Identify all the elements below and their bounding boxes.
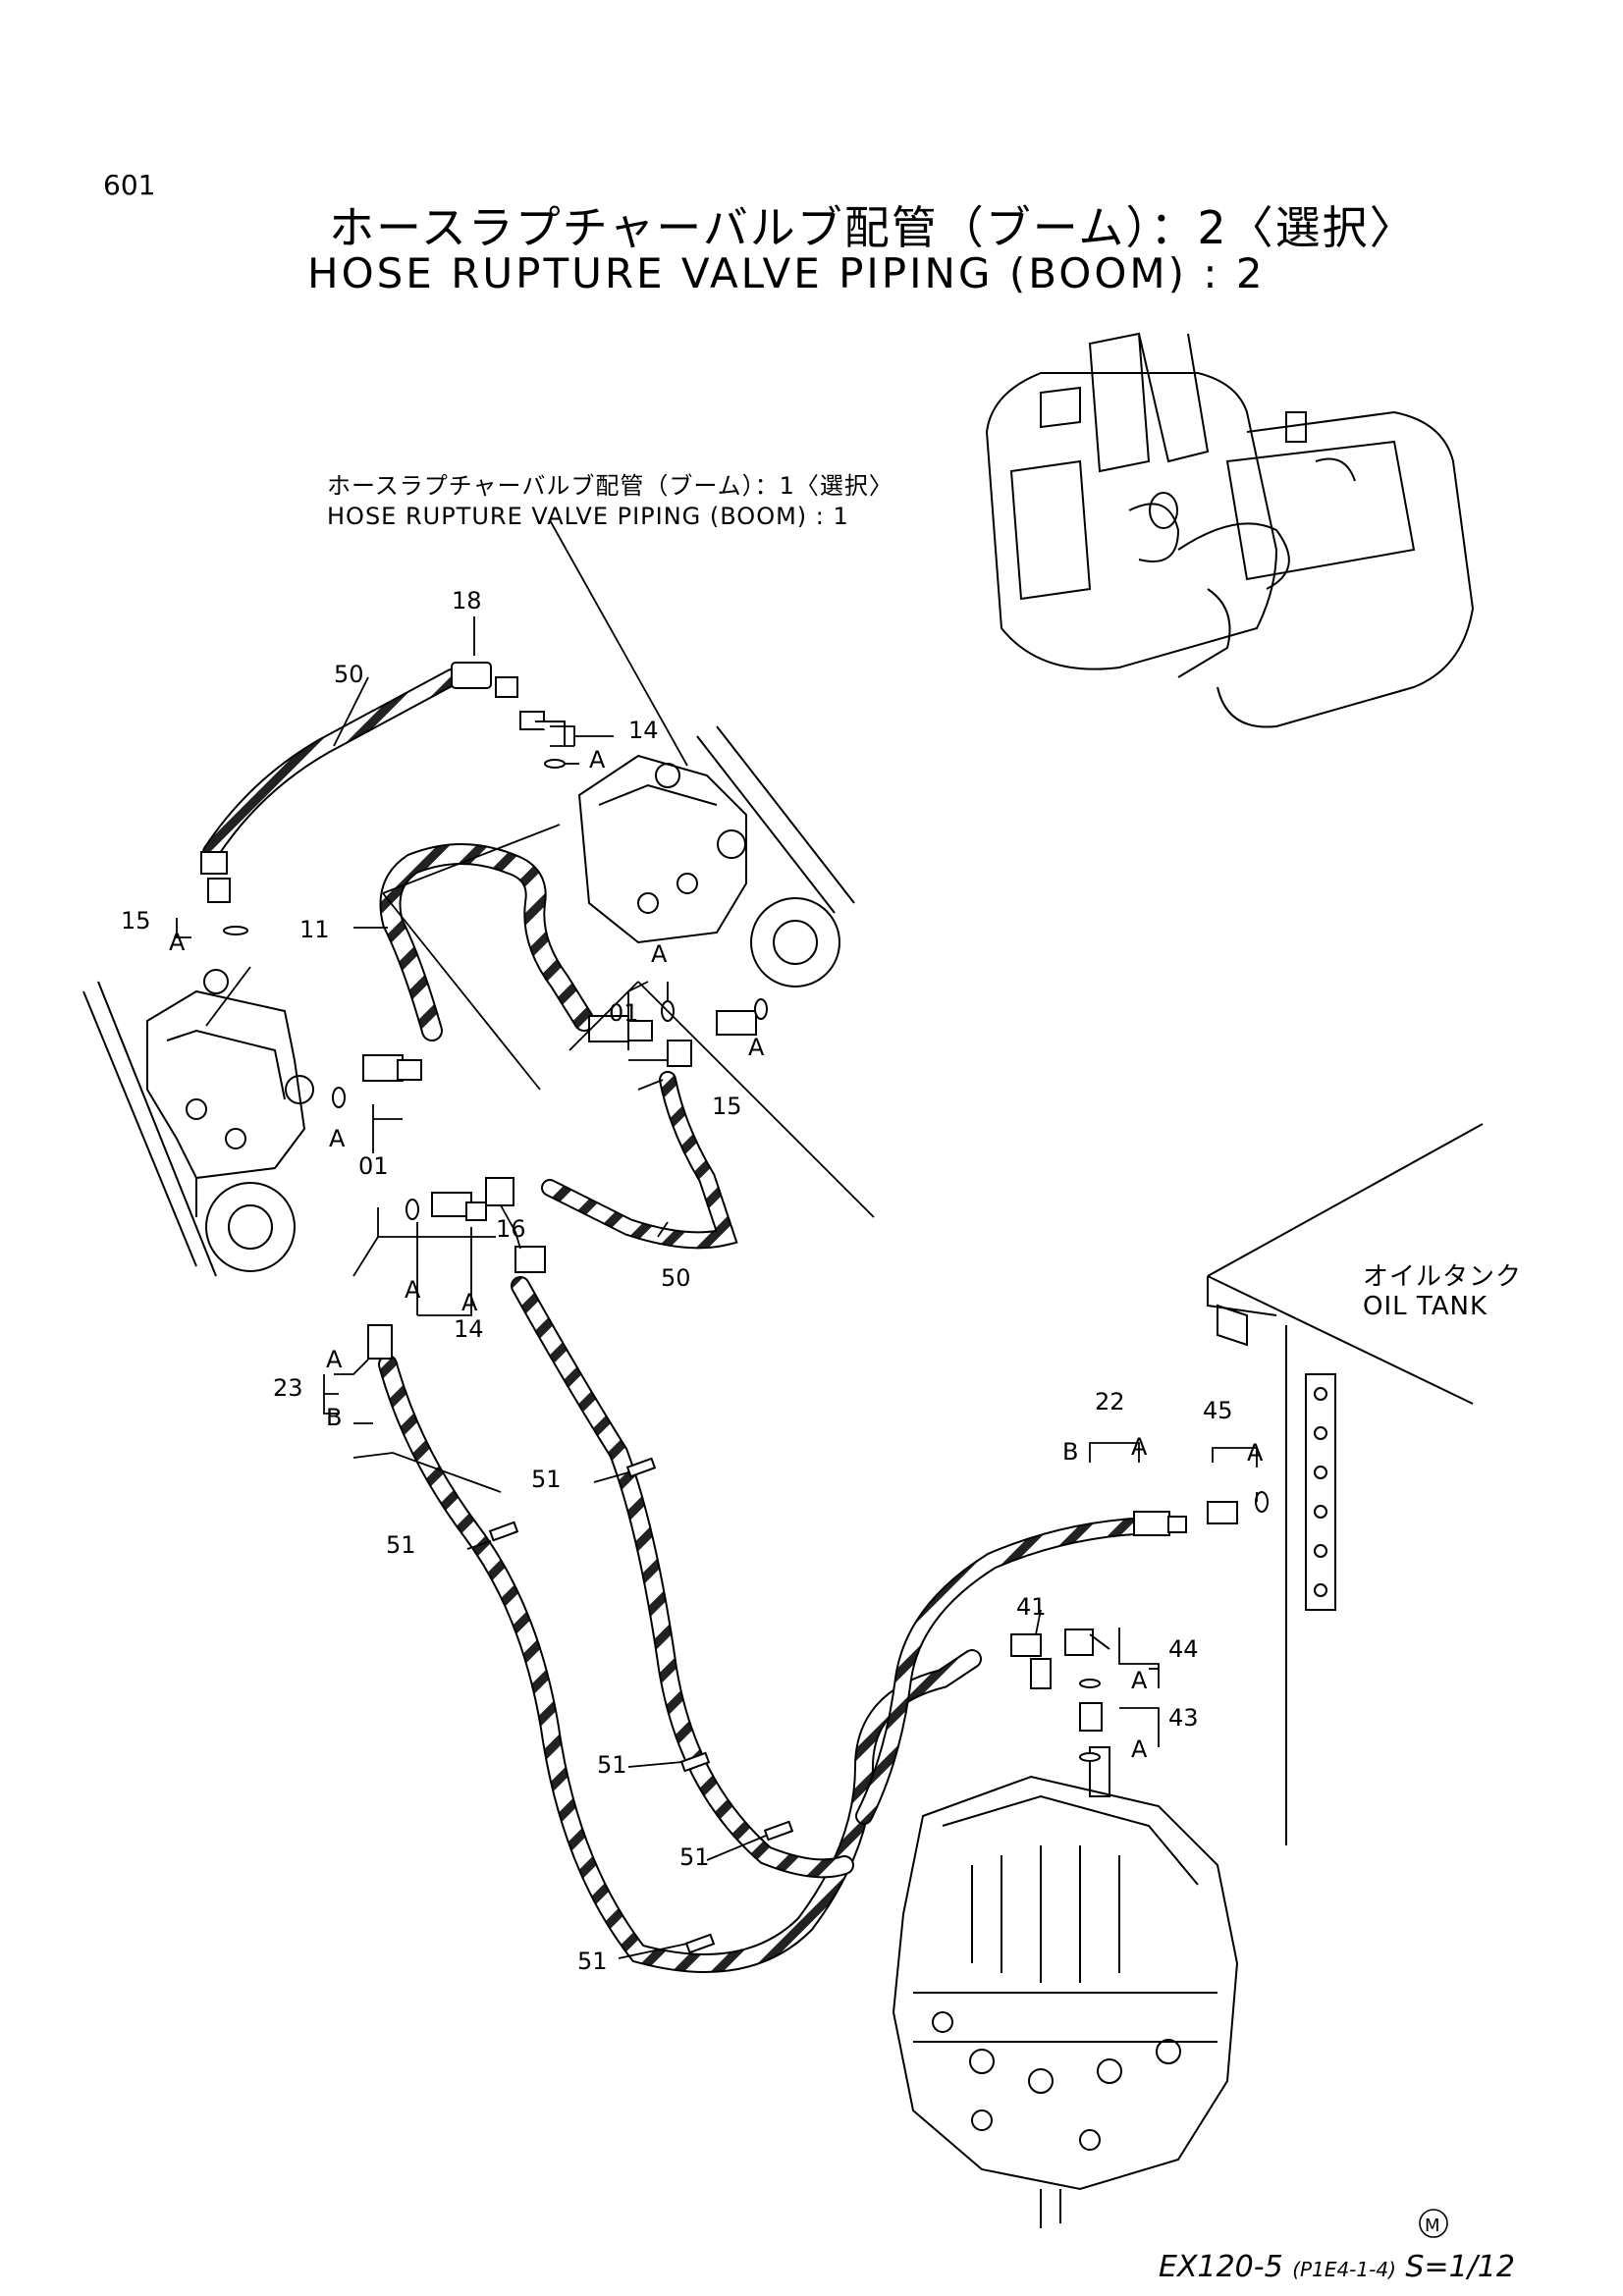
callout-45: 45 [1203, 1397, 1233, 1424]
callout-51-c: 51 [597, 1751, 627, 1779]
leader-lines [176, 519, 1258, 1959]
page-number: 601 [103, 169, 156, 201]
callout-23: 23 [273, 1374, 303, 1402]
seal-a-5: A [329, 1125, 346, 1152]
seal-a-11: A [1131, 1735, 1148, 1763]
callout-15-right: 15 [712, 1093, 742, 1120]
seal-b-1: B [326, 1404, 342, 1431]
title-japanese: ホースラプチャーバルブ配管（ブーム）：2〈選択〉 [329, 201, 1417, 254]
m-mark-circle [1419, 2209, 1448, 2238]
callout-01-left: 01 [358, 1152, 389, 1180]
callout-15-left: 15 [121, 907, 151, 934]
callout-51-a: 51 [531, 1466, 562, 1493]
callout-11: 11 [299, 916, 330, 943]
seal-a-1: A [589, 746, 606, 774]
callout-51-e: 51 [577, 1948, 608, 1975]
hose-lines [202, 668, 1143, 1973]
seal-a-6: A [405, 1276, 421, 1304]
callout-18: 18 [452, 587, 482, 614]
callout-50-lower: 50 [661, 1264, 691, 1292]
seal-b-2: B [1062, 1438, 1078, 1466]
reference-title-english: HOSE RUPTURE VALVE PIPING (BOOM) : 1 [327, 503, 849, 530]
control-valve [892, 1746, 1239, 2228]
seal-a-8: A [1131, 1433, 1148, 1461]
callout-01-right: 01 [609, 999, 639, 1027]
seal-marks: A A A A A A A A A A A A B B [169, 746, 1264, 1763]
reference-title-japanese: ホースラプチャーバルブ配管（ブーム）：1〈選択〉 [327, 472, 893, 500]
model-footer: EX120-5 (P1E4-1-4) S=1/12 [1159, 2250, 1515, 2284]
seal-a-4: A [748, 1034, 765, 1061]
seal-a-2: A [169, 929, 186, 956]
hose-rupture-valve-right [577, 725, 855, 988]
callout-16: 16 [496, 1215, 526, 1243]
callout-labels: 18 50 14 15 11 01 01 15 16 50 14 23 51 5… [121, 587, 1233, 1975]
callout-14-lower: 14 [454, 1315, 484, 1343]
seal-a-12: A [461, 1289, 478, 1316]
callout-14-upper: 14 [628, 717, 659, 744]
callout-51-d: 51 [679, 1843, 710, 1871]
callout-43: 43 [1168, 1704, 1199, 1732]
oil-tank-label-japanese: オイルタンク [1363, 1262, 1523, 1292]
hose-rupture-valve-left [82, 969, 314, 1277]
callout-50-upper: 50 [334, 661, 364, 688]
m-mark-letter: M [1425, 2216, 1440, 2236]
seal-a-7: A [326, 1346, 343, 1373]
callout-44: 44 [1168, 1635, 1199, 1663]
fittings [200, 662, 1269, 1954]
seal-a-3: A [651, 940, 668, 968]
excavator-body-drawing [985, 332, 1475, 728]
callout-41: 41 [1016, 1593, 1047, 1621]
model-code: (P1E4-1-4) [1292, 2258, 1396, 2281]
title-english: HOSE RUPTURE VALVE PIPING (BOOM) : 2 [307, 249, 1266, 297]
callout-22: 22 [1095, 1388, 1125, 1415]
callout-51-b: 51 [386, 1531, 416, 1559]
model-scale: S=1/12 [1405, 2250, 1515, 2284]
oil-tank-label-english: OIL TANK [1363, 1292, 1488, 1321]
seal-a-10: A [1131, 1667, 1148, 1694]
seal-a-9: A [1247, 1439, 1264, 1467]
model-name: EX120-5 [1159, 2250, 1283, 2284]
oil-tank [1207, 1123, 1484, 1845]
